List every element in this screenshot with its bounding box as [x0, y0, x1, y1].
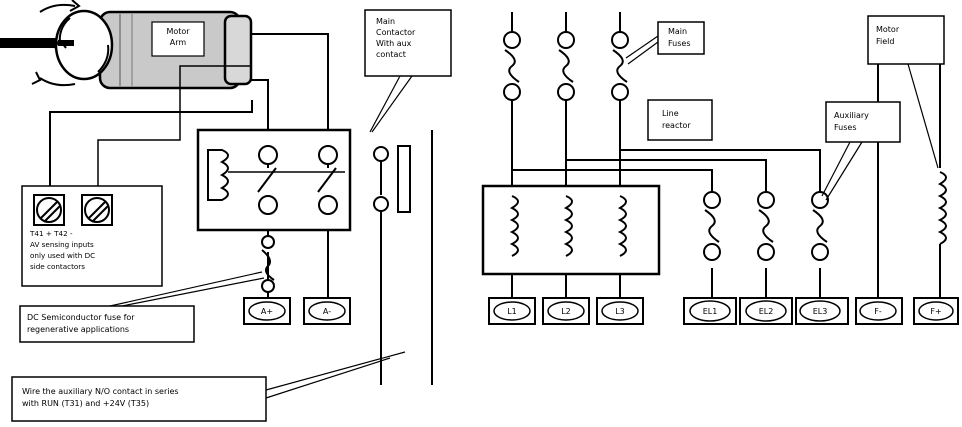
svg-text:EL1: EL1	[703, 307, 718, 316]
aux-contact	[373, 145, 411, 213]
dc-fuse-label: DC Semiconductor fuse for	[27, 313, 135, 322]
terminal-f-plus: F+	[913, 297, 959, 325]
motor-arm-label: Motor	[166, 27, 190, 36]
av-sensing-terminals	[21, 185, 163, 287]
svg-text:L3: L3	[615, 307, 625, 316]
av-sensing-label: AV sensing inputs	[30, 240, 94, 249]
auxiliary-fuses-label: Auxiliary	[834, 111, 869, 120]
main-contactor-box	[196, 128, 352, 232]
av-sensing-label: only used with DC	[30, 251, 95, 260]
main-contactor-callout	[364, 9, 452, 133]
terminal-f-minus: F-	[855, 297, 903, 325]
motor-field-label: Field	[876, 37, 894, 46]
dc-fuse-label: regenerative applications	[27, 325, 129, 334]
terminal-el1: EL1	[683, 297, 737, 325]
main-contactor-label: contact	[376, 50, 406, 59]
main-contactor-label: With aux	[376, 39, 412, 48]
av-sensing-label: side contactors	[30, 262, 85, 271]
line-reactor-label: reactor	[662, 121, 691, 130]
svg-text:A+: A+	[261, 307, 273, 316]
line-reactor-callout	[647, 99, 713, 141]
main-contactor-label: Contactor	[376, 28, 416, 37]
motor-field-callout	[867, 15, 945, 169]
svg-text:EL2: EL2	[759, 307, 774, 316]
motor-field-coil	[934, 168, 947, 245]
main-fuses-callout	[625, 21, 705, 65]
auxiliary-fuses-callout	[821, 101, 901, 201]
terminal-l1: L1	[488, 297, 536, 325]
line-reactor-label: Line	[662, 109, 679, 118]
svg-text:F-: F-	[874, 307, 882, 316]
svg-text:F+: F+	[930, 307, 941, 316]
main-fuses-label: Fuses	[668, 39, 691, 48]
dc-fuse-callout	[19, 271, 265, 343]
wire-aux-callout	[11, 351, 406, 422]
wire-aux-label: Wire the auxiliary N/O contact in series	[22, 387, 179, 396]
motor-field-label: Motor	[876, 25, 900, 34]
auxiliary-fuses	[703, 191, 829, 261]
svg-text:EL3: EL3	[813, 307, 828, 316]
motor-arm-label: Arm	[170, 38, 187, 47]
terminal-a-plus: A+	[243, 297, 291, 325]
svg-text:L2: L2	[561, 307, 571, 316]
main-fuses-label: Main	[668, 27, 687, 36]
terminal-l3: L3	[596, 297, 644, 325]
line-reactor	[481, 184, 661, 276]
auxiliary-fuses-label: Fuses	[834, 123, 857, 132]
terminal-a-minus: A-	[303, 297, 351, 325]
svg-text:L1: L1	[507, 307, 517, 316]
svg-text:A-: A-	[323, 307, 331, 316]
main-contactor-label: Main	[376, 17, 395, 26]
terminal-el3: EL3	[795, 297, 849, 325]
av-sensing-label: T41 + T42 -	[29, 229, 73, 238]
wire-aux-label: with RUN (T31) and +24V (T35)	[22, 399, 149, 408]
dc-fuse	[261, 235, 275, 293]
terminal-l2: L2	[542, 297, 590, 325]
left-wires	[49, 33, 433, 385]
terminal-el2: EL2	[739, 297, 793, 325]
motor-armature	[0, 0, 253, 90]
main-fuses	[503, 31, 629, 101]
